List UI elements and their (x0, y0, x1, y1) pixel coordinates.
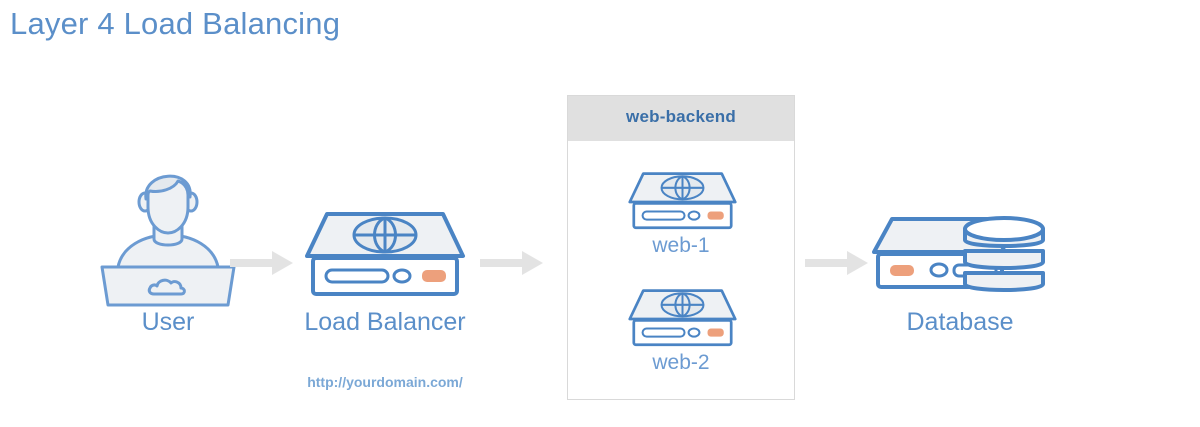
arrow-backend-to-database (805, 250, 869, 276)
user-label: User (141, 308, 195, 336)
user-laptop-icon (100, 174, 236, 307)
backend-group-box: web-backend web-1 (567, 95, 795, 400)
backend-group-header: web-backend (568, 96, 794, 141)
web-1-label: web-1 (652, 234, 710, 257)
server-globe-icon (628, 289, 737, 347)
web-2-label: web-2 (652, 351, 710, 374)
database-server-icon (872, 216, 1045, 292)
server-globe-icon (628, 172, 737, 230)
node-web-1 (625, 169, 740, 231)
page-title: Layer 4 Load Balancing (10, 6, 341, 41)
server-globe-icon (305, 212, 465, 296)
node-user (88, 155, 248, 307)
load-balancer-url: http://yourdomain.com/ (307, 374, 463, 390)
arrow-load-balancer-to-backend (480, 250, 544, 276)
load-balancer-label: Load Balancer (304, 308, 466, 336)
backend-group-title: web-backend (626, 107, 736, 126)
node-database (862, 205, 1052, 300)
node-load-balancer (300, 208, 470, 298)
node-web-2 (625, 286, 740, 348)
database-label: Database (906, 308, 1014, 336)
arrow-user-to-load-balancer (230, 250, 294, 276)
